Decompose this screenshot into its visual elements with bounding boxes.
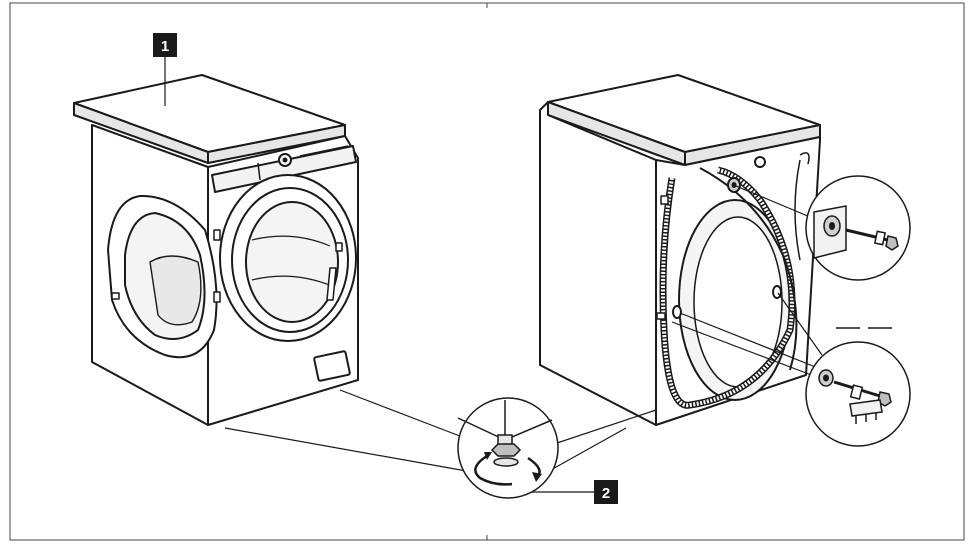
foot-base-line-a (457, 417, 506, 441)
door-lock (335, 242, 343, 252)
open-door-glass-inner (149, 255, 202, 326)
foot-nut (490, 443, 522, 457)
bolt-top-head (885, 235, 899, 251)
drain-hose-inner (661, 168, 794, 408)
rear-side-panel (539, 101, 657, 426)
transit-bolt-icon (805, 175, 911, 447)
rear-clip-top (660, 195, 669, 205)
washing-machine-back-icon (539, 74, 821, 426)
rear-vent (754, 156, 766, 168)
adjustable-foot-icon (457, 397, 559, 499)
door-hinge-bottom (213, 291, 221, 303)
rear-bolt-top-hole (731, 182, 737, 188)
panel-display-line (299, 145, 349, 157)
filter-cover (313, 350, 351, 382)
drum-opening (245, 201, 339, 323)
rotation-arrow-icon (474, 452, 542, 486)
door-latch (111, 292, 120, 300)
power-cable (794, 159, 801, 261)
program-knob-inner (282, 157, 288, 163)
bolt-bottom-clips (849, 399, 883, 424)
door-handle-slot (326, 267, 337, 301)
rear-clip-left (656, 312, 666, 320)
bolt-top-spacer (873, 230, 887, 246)
foot-base-line-b (504, 419, 553, 441)
callout-1-number: 1 (161, 38, 169, 55)
rear-hook (799, 152, 810, 165)
bolt-bottom-spacer (849, 384, 864, 400)
control-panel (211, 145, 357, 193)
bolt-bottom-hole-inner (823, 374, 829, 382)
drum-ribs (251, 235, 333, 287)
callout-1-box (153, 33, 177, 57)
detergent-drawer-line (257, 162, 261, 181)
washing-machine-front-icon (73, 74, 359, 426)
foot-pad (493, 457, 519, 467)
callout-2-box (594, 480, 618, 504)
door-hinge-top (213, 229, 221, 241)
callout-2-number: 2 (602, 485, 610, 502)
callout-2: 2 (594, 480, 618, 504)
callout-1: 1 (153, 33, 177, 57)
rear-bolt-left (672, 305, 682, 319)
bolt-top-hole-inner (829, 222, 835, 230)
